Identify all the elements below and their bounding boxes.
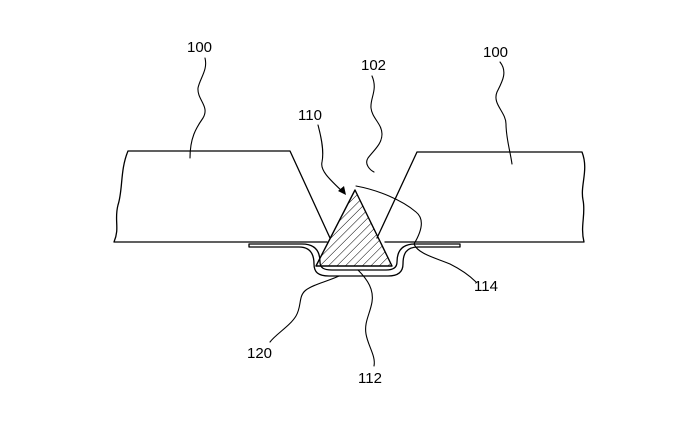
label-112: 112 xyxy=(358,370,382,387)
leader-100-left xyxy=(190,58,206,158)
label-120: 120 xyxy=(247,345,272,362)
label-114: 114 xyxy=(474,278,498,295)
label-102: 102 xyxy=(361,57,386,74)
label-100-left: 100 xyxy=(187,39,212,56)
label-100-right: 100 xyxy=(483,44,508,61)
leader-100-right xyxy=(496,62,512,164)
arrow-110 xyxy=(318,125,346,195)
label-110: 110 xyxy=(298,107,322,124)
triangular-insert xyxy=(316,190,392,266)
right-plate xyxy=(377,152,585,242)
leader-112 xyxy=(358,270,374,366)
left-plate xyxy=(114,151,330,242)
leader-102 xyxy=(367,76,382,172)
leader-120 xyxy=(270,276,339,342)
